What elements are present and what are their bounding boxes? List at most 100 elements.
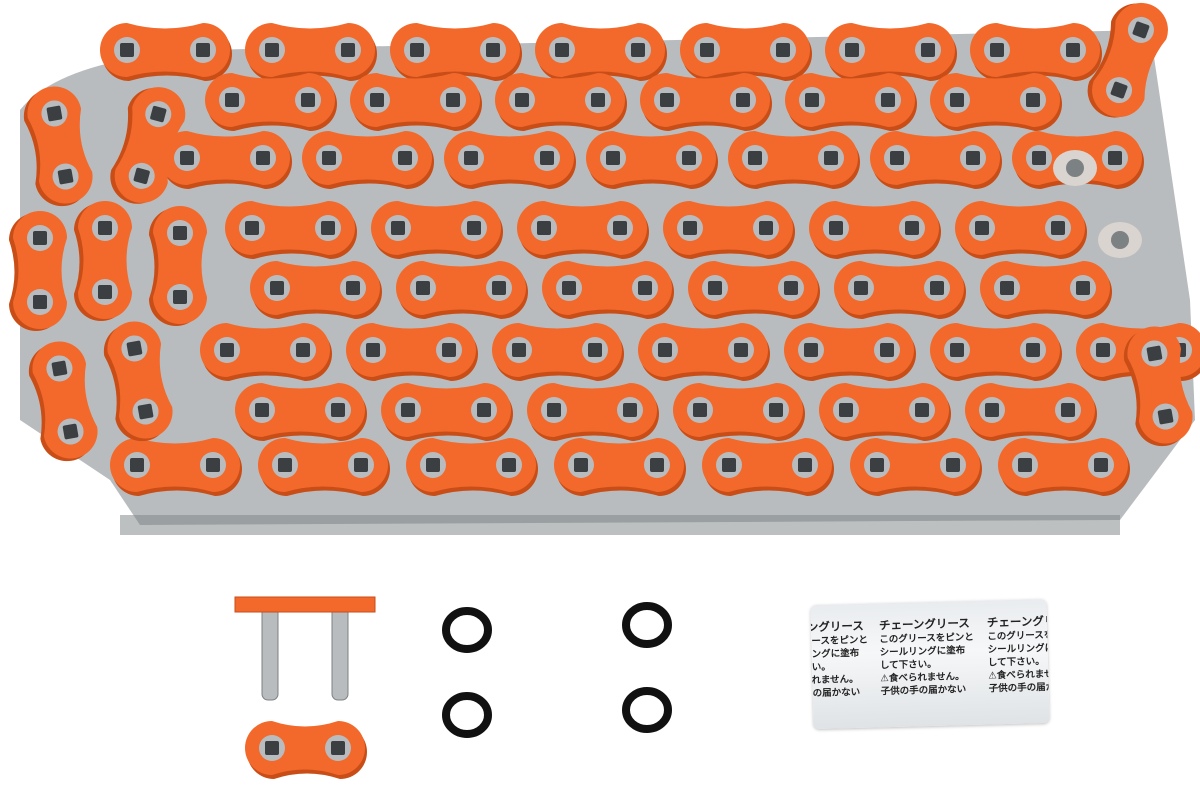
chain-link-plate (103, 321, 173, 442)
plate-face (809, 201, 939, 255)
chain-link-plate (638, 323, 770, 381)
pin-hole (57, 168, 74, 185)
plate-face (371, 201, 501, 255)
pin-hole (137, 403, 154, 420)
plate-face (638, 323, 768, 377)
plate-face (586, 131, 716, 185)
pin-hole (547, 403, 561, 417)
chain-link-plate (492, 323, 624, 381)
pin-hole (881, 93, 895, 107)
roller-hole (1066, 159, 1084, 177)
master-link-kit (234, 596, 672, 779)
pin-hole (658, 343, 672, 357)
pin-hole (33, 295, 47, 309)
pin-hole (748, 151, 762, 165)
packet-panel: チェーングリース このグリースをピンと シールリングに塗布 して下さい。 ⚠食べ… (986, 613, 1050, 695)
pin-hole (623, 403, 637, 417)
chain-link-plate (834, 261, 966, 319)
chain-link-plate (235, 383, 367, 441)
pin-hole (255, 403, 269, 417)
chain-link-plate (640, 73, 772, 131)
chain-link-plate (200, 323, 332, 381)
chain-link-plate (149, 206, 207, 326)
plate-face (930, 73, 1060, 127)
pin-hole (736, 93, 750, 107)
pin-hole (270, 281, 284, 295)
plate-face (444, 131, 574, 185)
chain-link-plate (225, 201, 357, 259)
pin-hole (890, 151, 904, 165)
o-ring (622, 687, 672, 733)
chain-link-plate (1123, 326, 1193, 447)
chain-link-plate (371, 201, 503, 259)
pin-hole (1096, 343, 1110, 357)
pin-hole (98, 221, 112, 235)
pin-hole (370, 93, 384, 107)
pin-hole (150, 105, 167, 123)
plate-face (13, 211, 67, 329)
plate-face (302, 131, 432, 185)
plate-face (870, 131, 1000, 185)
chain-link-plate (9, 211, 67, 331)
pin-hole (62, 423, 79, 440)
chain-link-plate (302, 131, 434, 189)
plate-face (673, 383, 803, 437)
pin-hole (613, 221, 627, 235)
plate-face (688, 261, 818, 315)
plate-face (153, 206, 207, 324)
plate-face (517, 201, 647, 255)
plate-face (527, 383, 657, 437)
pin-hole (173, 290, 187, 304)
pin-hole (278, 458, 292, 472)
plate-face (200, 323, 330, 377)
master-link-plate (234, 596, 376, 613)
pin-hole (1110, 81, 1128, 99)
plate-face (406, 438, 536, 492)
pin-hole (341, 43, 355, 57)
pin-hole (33, 231, 47, 245)
pin-hole (1018, 458, 1032, 472)
pin-hole (631, 43, 645, 57)
pin-hole (946, 458, 960, 472)
pin-hole (683, 221, 697, 235)
pin-hole (700, 43, 714, 57)
chain-link-plate (850, 438, 982, 496)
chain-link-plate (110, 87, 186, 204)
pin-hole (206, 458, 220, 472)
pin-hole (265, 741, 279, 755)
pin-hole (845, 43, 859, 57)
grease-packet: チェーングリース このグリースをピンと シールリングに塗布 して下さい。 ⚠食べ… (810, 598, 1050, 730)
pin-hole (464, 151, 478, 165)
chain-link-plate (110, 438, 242, 496)
plate-face (160, 131, 290, 185)
chain-link-plate (825, 23, 957, 81)
chain-link-plate (74, 201, 132, 321)
pin-hole (562, 281, 576, 295)
pin-hole (804, 343, 818, 357)
pin-hole (502, 458, 516, 472)
pin-hole (950, 93, 964, 107)
pin-hole (921, 43, 935, 57)
chain-link-plate (245, 721, 367, 779)
chain-link-plate (250, 261, 382, 319)
pin-hole (638, 281, 652, 295)
link-pin (331, 604, 349, 701)
chain-link-plate (688, 261, 820, 319)
pin-hole (574, 458, 588, 472)
pin-hole (1061, 403, 1075, 417)
plate-face (998, 438, 1128, 492)
chain-link-plate (930, 323, 1062, 381)
pin-hole (366, 343, 380, 357)
pin-hole (486, 43, 500, 57)
chain-link-plate (554, 438, 686, 496)
plate-face (245, 721, 365, 775)
chain-link-plate (406, 438, 538, 496)
plate-face (250, 261, 380, 315)
plate-face (955, 201, 1085, 255)
pin-hole (975, 221, 989, 235)
pin-hole (1066, 43, 1080, 57)
pin-hole (391, 221, 405, 235)
pin-hole (693, 403, 707, 417)
chain-link-plate (819, 383, 951, 441)
